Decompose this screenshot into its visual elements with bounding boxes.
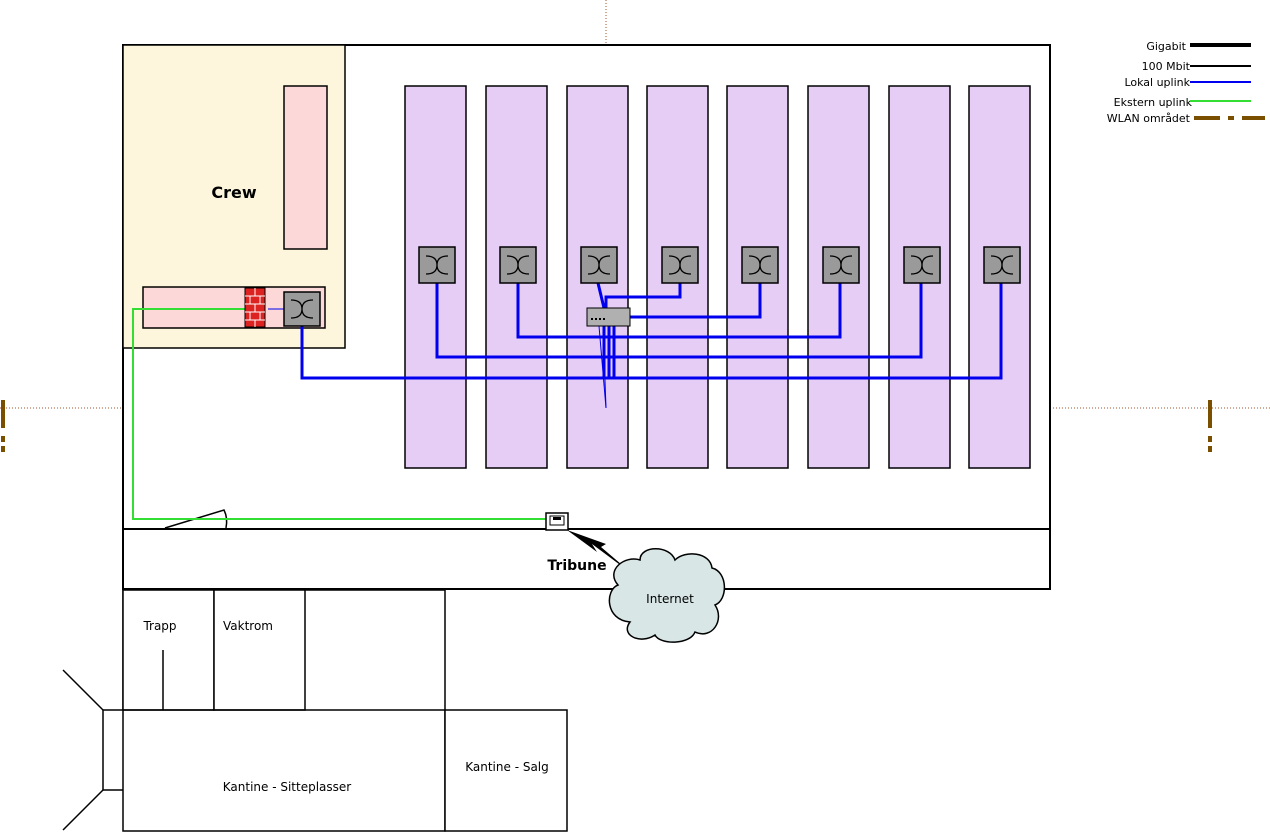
kantine-sitteplasser-label: Kantine - Sitteplasser	[223, 780, 352, 794]
switch-icon	[499, 246, 537, 284]
internet-label: Internet	[646, 592, 694, 606]
cloud-icon	[608, 548, 726, 643]
tribune-label: Tribune	[547, 558, 606, 574]
legend-label: Gigabit	[1146, 40, 1186, 53]
switch-icon	[580, 246, 618, 284]
lightning-icon	[567, 530, 635, 576]
switch-icon	[661, 246, 699, 284]
switch-icon	[903, 246, 941, 284]
vaktrom-label: Vaktrom	[223, 619, 273, 633]
switch-icon	[418, 246, 456, 284]
local-uplink-wlan	[268, 308, 607, 409]
vaktrom-room	[213, 589, 306, 711]
wlan-area-marks	[1, 400, 1212, 452]
kantine-salg-label: Kantine - Salg	[465, 760, 549, 774]
legend: Gigabit 100 Mbit Lokal uplink Ekstern up…	[1107, 40, 1265, 125]
crew-label: Crew	[211, 183, 256, 202]
entrance	[62, 669, 123, 831]
crew-table-vertical	[283, 85, 328, 250]
switch-icon	[822, 246, 860, 284]
kantine-salg-room	[444, 709, 568, 832]
switch-icon	[741, 246, 779, 284]
switch-icon	[283, 291, 321, 327]
legend-label: WLAN området	[1107, 112, 1191, 125]
core-switch-icon	[586, 307, 631, 327]
legend-label: Ekstern uplink	[1114, 96, 1193, 109]
firewall-icon	[244, 287, 266, 328]
door-swing	[164, 509, 228, 529]
router-icon	[545, 512, 569, 531]
table-row	[485, 85, 548, 469]
external-uplink-line	[132, 308, 547, 520]
switch-icon	[983, 246, 1021, 284]
local-uplinks	[300, 282, 1003, 380]
legend-label: 100 Mbit	[1142, 60, 1191, 73]
switches	[283, 246, 1021, 327]
trapp-label: Trapp	[142, 619, 176, 633]
trapp-room	[122, 589, 215, 711]
legend-label: Lokal uplink	[1124, 76, 1190, 89]
